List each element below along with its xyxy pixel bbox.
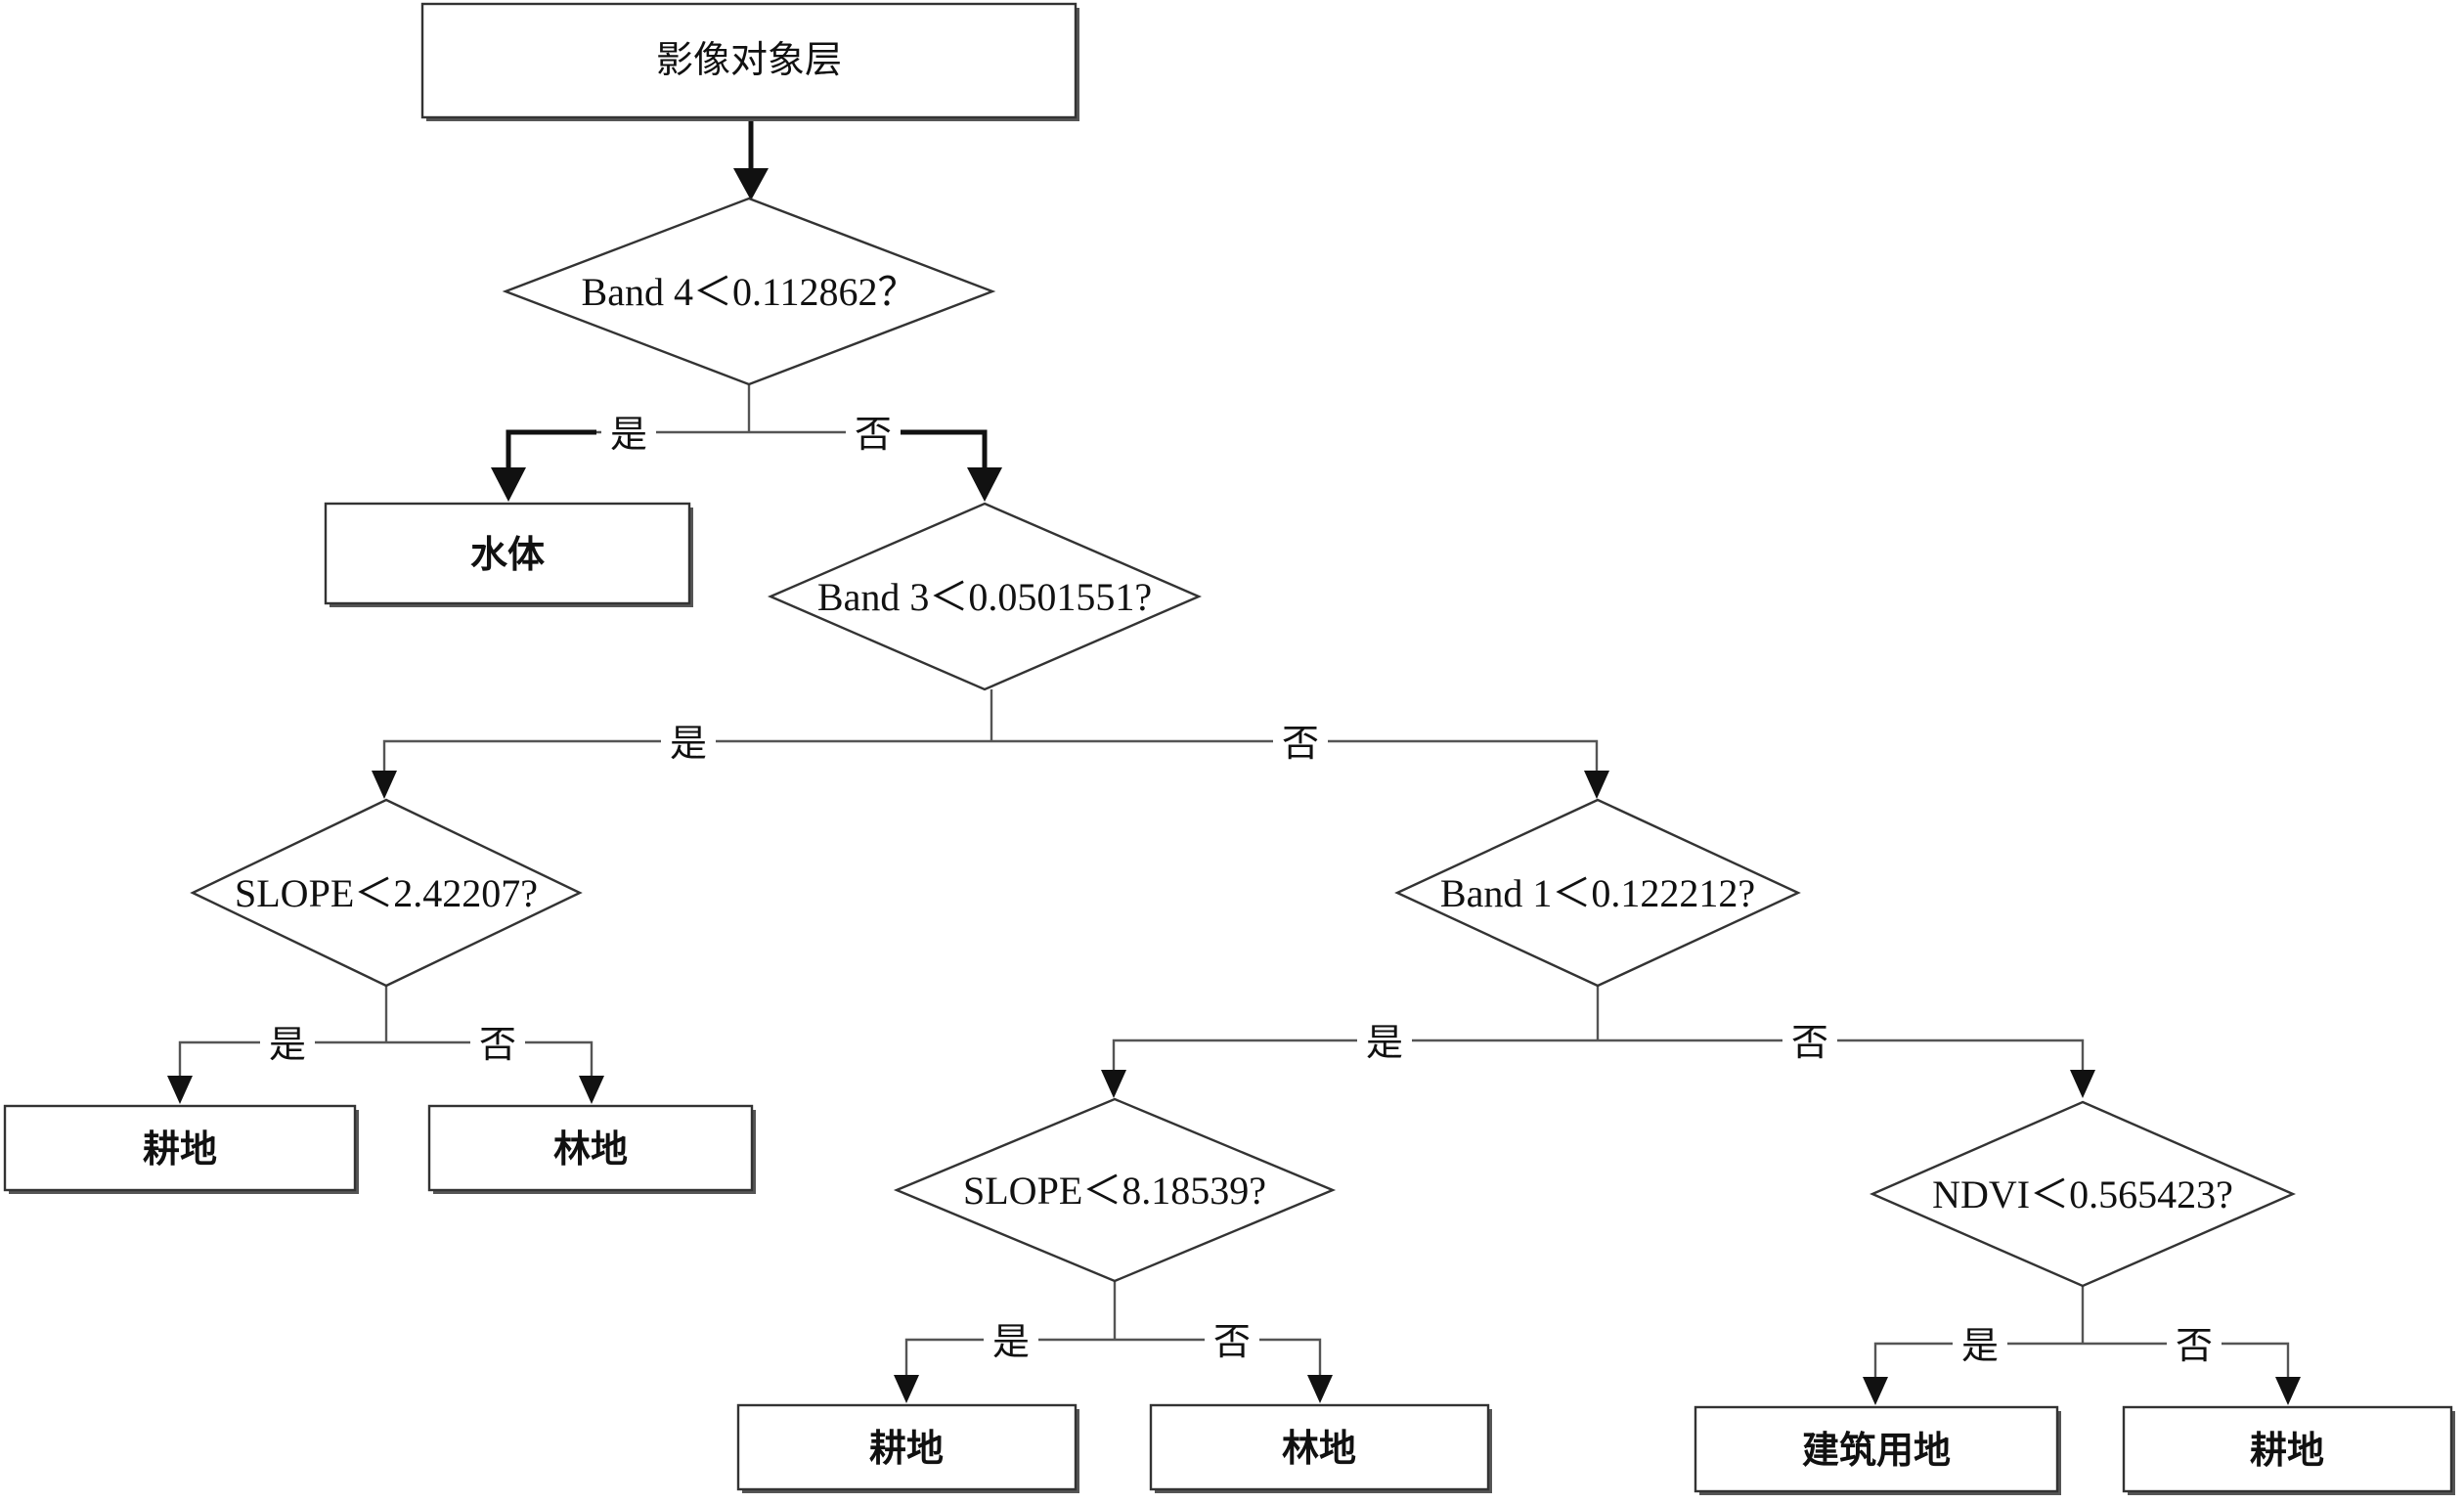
edge-label-text: 是 <box>670 722 707 765</box>
decision-band3: Band 3＜0.0501551? <box>767 502 1203 691</box>
arrowhead-root-to-band4 <box>733 168 769 200</box>
edge-label-band1-yes: 是 <box>1357 1019 1412 1064</box>
arrowhead-slope-left-yes <box>167 1076 193 1104</box>
arrowhead-slope-mid-yes <box>894 1375 919 1403</box>
leaf-cropland-2: 耕地 <box>736 1403 1079 1493</box>
arrowhead-band4-no <box>967 467 1002 502</box>
edge-label-slope-left-yes: 是 <box>260 1021 315 1066</box>
connector-band3-no <box>991 739 1599 773</box>
edge-label-ndvi-no: 否 <box>2167 1322 2222 1367</box>
edge-label-text: 否 <box>855 413 892 456</box>
arrowhead-band1-yes <box>1101 1070 1126 1098</box>
leaf-forest-1: 林地 <box>427 1104 756 1194</box>
decision-slope-left: SLOPE＜2.42207? <box>190 798 583 988</box>
decision-band4-label: Band 4＜0.112862？ <box>582 270 917 314</box>
leaf-cropland-1-label: 耕地 <box>143 1127 217 1171</box>
edge-label-band1-no: 否 <box>1782 1019 1837 1064</box>
edge-label-slope-left-no: 否 <box>470 1021 525 1066</box>
edge-label-text: 是 <box>610 413 647 456</box>
edge-label-text: 否 <box>1213 1320 1251 1363</box>
leaf-forest-2-label: 林地 <box>1282 1427 1356 1470</box>
edge-label-band4-yes: 是 <box>601 411 656 456</box>
edge-label-band3-yes: 是 <box>661 720 716 765</box>
leaf-cropland-2-label: 耕地 <box>869 1427 944 1470</box>
connector-band1-no <box>1598 1039 2085 1072</box>
edge-label-slope-mid-no: 否 <box>1205 1318 1259 1363</box>
arrowhead-slope-mid-no <box>1307 1375 1333 1403</box>
connector-band3-yes <box>382 739 991 773</box>
decision-ndvi: NDVI＜0.565423? <box>1870 1100 2296 1288</box>
decision-slope-mid: SLOPE＜8.18539? <box>893 1097 1337 1283</box>
connector-slope-mid-yes <box>904 1338 1115 1377</box>
edge-label-slope-mid-yes: 是 <box>984 1318 1038 1363</box>
edge-label-band4-no: 否 <box>846 411 901 456</box>
connector-slope-mid-no <box>1115 1338 1322 1377</box>
leaf-forest-2: 林地 <box>1149 1403 1492 1493</box>
edge-label-text: 是 <box>1961 1324 1999 1367</box>
decision-ndvi-label: NDVI＜0.565423? <box>1932 1172 2233 1216</box>
leaf-built-up: 建筑用地 <box>1694 1405 2061 1495</box>
leaf-cropland-3: 耕地 <box>2122 1405 2455 1495</box>
root-node-box: 影像对象层 <box>420 2 1079 121</box>
connector-band1-yes <box>1112 1039 1598 1072</box>
connector-ndvi-yes <box>1873 1342 2083 1379</box>
leaf-built-up-label: 建筑用地 <box>1802 1429 1951 1472</box>
arrowhead-band1-no <box>2070 1070 2095 1098</box>
arrowhead-band3-yes <box>372 771 397 799</box>
connector-slope-left-yes <box>178 1040 386 1078</box>
leaf-water-label: 水体 <box>470 533 545 576</box>
edge-label-text: 是 <box>992 1320 1030 1363</box>
arrowhead-ndvi-no <box>2275 1377 2301 1405</box>
decision-slope-left-label: SLOPE＜2.42207? <box>235 871 538 915</box>
connector-band4-yes <box>506 429 596 469</box>
connector-ndvi-no <box>2083 1342 2290 1379</box>
edge-label-text: 是 <box>269 1023 306 1066</box>
leaf-cropland-1: 耕地 <box>3 1104 359 1194</box>
decision-band1-label: Band 1＜0.122212? <box>1440 871 1755 915</box>
connector-band4-no <box>860 429 988 469</box>
connector-slope-left-no <box>386 1040 594 1078</box>
edge-label-text: 是 <box>1366 1021 1403 1064</box>
arrowhead-band4-yes <box>491 467 526 502</box>
leaf-water: 水体 <box>324 502 693 607</box>
edge-label-ndvi-yes: 是 <box>1953 1322 2007 1367</box>
arrowhead-slope-left-no <box>579 1076 604 1104</box>
edge-label-band3-no: 否 <box>1273 720 1328 765</box>
edge-label-text: 否 <box>2176 1324 2213 1367</box>
leaf-forest-1-label: 林地 <box>553 1127 628 1171</box>
root-node-label: 影像对象层 <box>656 38 842 81</box>
arrowhead-ndvi-yes <box>1863 1377 1888 1405</box>
decision-band3-label: Band 3＜0.0501551? <box>817 575 1152 619</box>
edge-label-text: 否 <box>1282 722 1319 765</box>
decision-band4: Band 4＜0.112862？ <box>502 197 996 386</box>
edge-label-text: 否 <box>1791 1021 1828 1064</box>
decision-band1: Band 1＜0.122212? <box>1394 798 1801 988</box>
edge-label-text: 否 <box>479 1023 516 1066</box>
arrowhead-band3-no <box>1584 771 1609 799</box>
leaf-cropland-3-label: 耕地 <box>2250 1429 2324 1472</box>
decision-slope-mid-label: SLOPE＜8.18539? <box>963 1169 1266 1213</box>
